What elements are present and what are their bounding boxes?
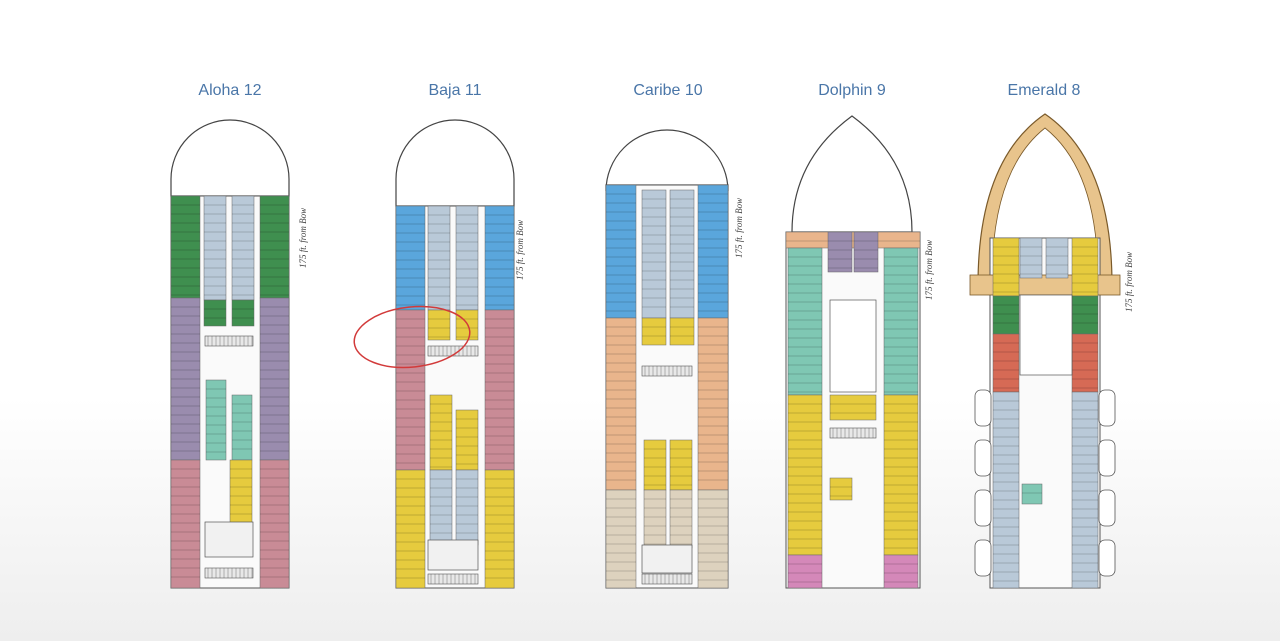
- baja-highlight-circle: [353, 305, 471, 369]
- baja-stairs-a: [427, 345, 479, 357]
- caribe-port-seg-0: [605, 184, 637, 319]
- baja-stairs-b: [427, 573, 479, 585]
- aloha-lifts: [204, 521, 254, 558]
- aloha-stbd-seg-1: [259, 297, 290, 461]
- side-label-aloha: 175 ft. from Bow: [298, 207, 308, 268]
- emerald-atrium: [1019, 294, 1073, 376]
- caribe-inner-l-seg-1: [641, 317, 667, 346]
- aloha-port-seg-2: [170, 459, 201, 589]
- emerald-stbd-seg-3: [1071, 391, 1099, 589]
- baja-stbd-seg-1: [484, 309, 515, 471]
- side-label-dolphin: 175 ft. from Bow: [924, 239, 934, 300]
- aloha-inner-l-seg-1: [203, 299, 227, 327]
- emerald-lifeboat-stbd-0: [1098, 389, 1116, 427]
- baja-mid-r-seg-1: [455, 469, 479, 546]
- caribe-mid-r-seg-1: [669, 489, 693, 549]
- aloha-stbd-seg-2: [259, 459, 290, 589]
- aloha-yellow-seg-0: [229, 459, 253, 531]
- caribe-inner-l-seg-0: [641, 189, 667, 319]
- emerald-lifeboat-port-1: [974, 439, 992, 477]
- baja-inner-l-seg-0: [427, 205, 451, 311]
- dolphin-port-seg-2: [787, 554, 823, 589]
- dolphin-inner-l-seg-0: [827, 231, 853, 273]
- emerald-stbd-seg-1: [1071, 295, 1099, 335]
- caribe-port-seg-2: [605, 489, 637, 589]
- dolphin-forward-seg-0: [785, 231, 921, 249]
- emerald-port-seg-2: [992, 333, 1020, 393]
- aloha-stairs-b: [204, 567, 254, 579]
- baja-port-seg-0: [395, 205, 426, 311]
- aloha-port-seg-1: [170, 297, 201, 461]
- emerald-lifeboat-port-3: [974, 539, 992, 577]
- deck-title-dolphin-9: Dolphin 9: [818, 82, 886, 99]
- side-label-emerald: 175 ft. from Bow: [1124, 251, 1134, 312]
- baja-mid-l-seg-0: [429, 394, 453, 471]
- aloha-inner-l-seg-0: [203, 195, 227, 301]
- baja-lifts: [427, 539, 479, 571]
- deck-title-aloha-12: Aloha 12: [198, 82, 262, 99]
- caribe-mid-l-seg-0: [643, 439, 667, 491]
- emerald-stbd-seg-0: [1071, 237, 1099, 297]
- baja-stbd-seg-0: [484, 205, 515, 311]
- caribe-stbd-seg-1: [697, 317, 729, 491]
- dolphin-port-seg-0: [787, 247, 823, 396]
- aloha-port-seg-0: [170, 195, 201, 299]
- emerald-port-seg-1: [992, 295, 1020, 335]
- dolphin-mid-seg-0: [829, 394, 877, 421]
- baja-bow: [395, 119, 515, 207]
- emerald-port-seg-3: [992, 391, 1020, 589]
- emerald-port-seg-0: [992, 237, 1020, 297]
- aloha-inner-r-seg-0: [231, 195, 255, 301]
- emerald-lifeboat-port-0: [974, 389, 992, 427]
- dolphin-small-seg-0: [829, 477, 853, 501]
- emerald-lifeboat-stbd-3: [1098, 539, 1116, 577]
- aloha-mid-l-seg-0: [205, 379, 227, 461]
- baja-inner-r-seg-0: [455, 205, 479, 311]
- aloha-stairs-a: [204, 335, 254, 347]
- deck-title-baja-11: Baja 11: [428, 82, 482, 99]
- baja-port-seg-1: [395, 309, 426, 471]
- baja-stbd-seg-2: [484, 469, 515, 589]
- emerald-lifeboat-port-2: [974, 489, 992, 527]
- dolphin-stbd-seg-0: [883, 247, 919, 396]
- deck-title-emerald-8: Emerald 8: [1007, 82, 1081, 99]
- emerald-lifeboat-stbd-2: [1098, 489, 1116, 527]
- aloha-inner-r-seg-1: [231, 299, 255, 327]
- emerald-inner-l-seg-0: [1019, 237, 1043, 279]
- caribe-lifts: [641, 544, 693, 574]
- dolphin-stbd-seg-2: [883, 554, 919, 589]
- caribe-stbd-seg-0: [697, 184, 729, 319]
- side-label-baja: 175 ft. from Bow: [515, 219, 525, 280]
- baja-inner-r-seg-1: [455, 309, 479, 341]
- baja-port-seg-2: [395, 469, 426, 589]
- caribe-bow: [605, 129, 729, 192]
- deck-title-caribe-10: Caribe 10: [633, 82, 703, 99]
- emerald-mid-seg-0: [1021, 483, 1043, 505]
- emerald-inner-r-seg-0: [1045, 237, 1069, 279]
- caribe-mid-l-seg-1: [643, 489, 667, 549]
- aloha-bow: [170, 119, 290, 197]
- aloha-stbd-seg-0: [259, 195, 290, 299]
- baja-inner-l-seg-1: [427, 309, 451, 341]
- dolphin-bow: [791, 115, 913, 233]
- dolphin-stbd-seg-1: [883, 394, 919, 556]
- dolphin-port-seg-1: [787, 394, 823, 556]
- baja-mid-l-seg-1: [429, 469, 453, 546]
- emerald-lifeboat-stbd-1: [1098, 439, 1116, 477]
- caribe-mid-r-seg-0: [669, 439, 693, 491]
- caribe-stbd-seg-2: [697, 489, 729, 589]
- caribe-inner-r-seg-0: [669, 189, 695, 319]
- caribe-inner-r-seg-1: [669, 317, 695, 346]
- dolphin-atrium: [829, 299, 877, 393]
- dolphin-inner-r-seg-0: [853, 231, 879, 273]
- emerald-stbd-seg-2: [1071, 333, 1099, 393]
- caribe-stairs-b: [641, 573, 693, 585]
- caribe-port-seg-1: [605, 317, 637, 491]
- caribe-stairs-a: [641, 365, 693, 377]
- aloha-mid-r-seg-0: [231, 394, 253, 461]
- side-label-caribe: 175 ft. from Bow: [734, 197, 744, 258]
